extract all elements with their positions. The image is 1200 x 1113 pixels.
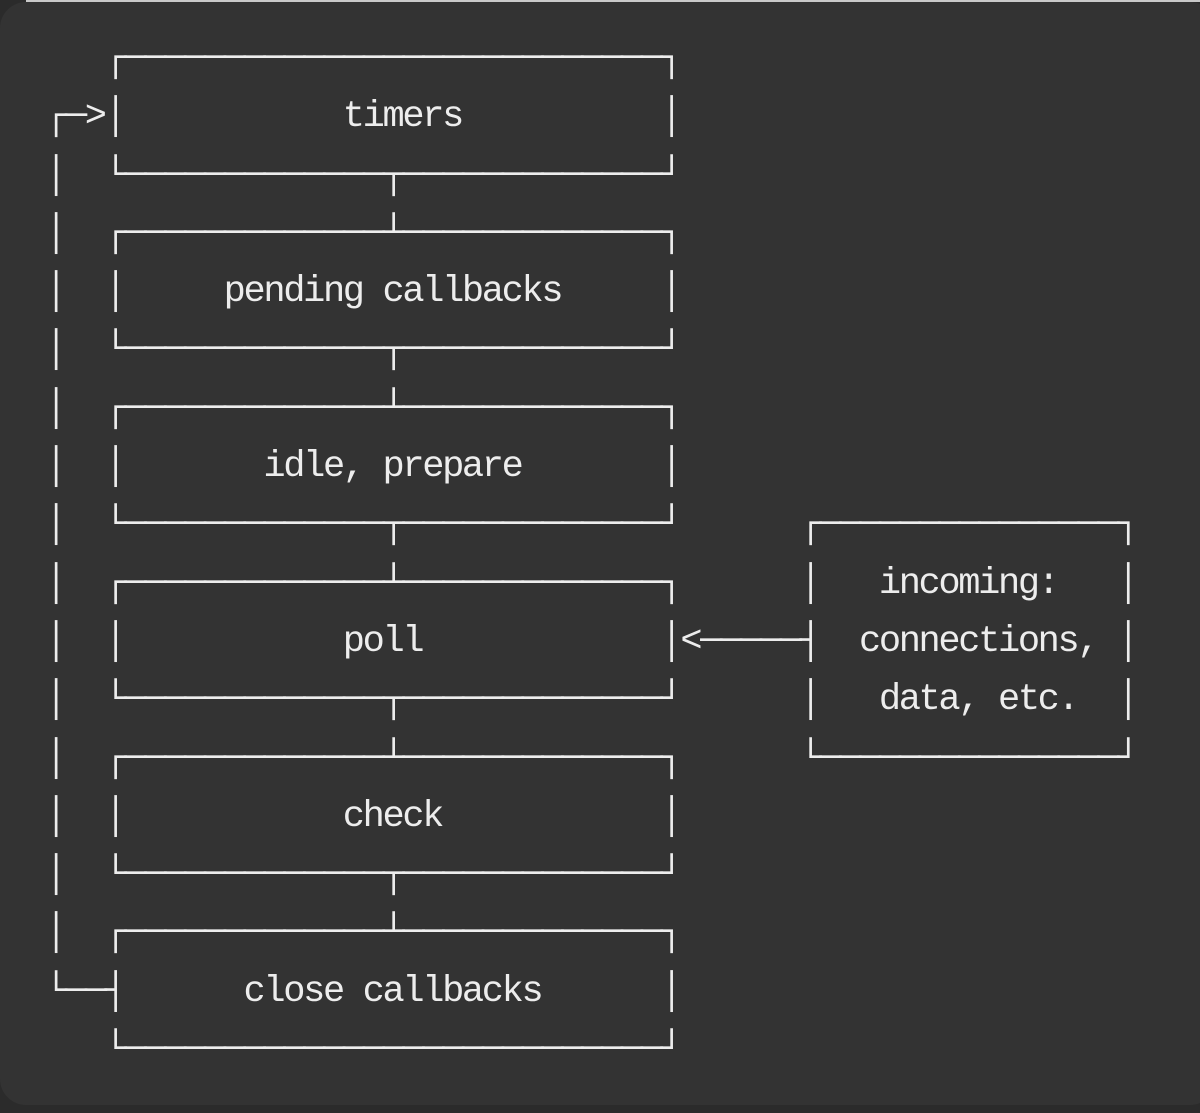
event-loop-ascii-diagram: ┌───────────────────────────┐ ┌─>│ timer… [45, 38, 1139, 1072]
top-edge-highlight [26, 0, 1200, 2]
